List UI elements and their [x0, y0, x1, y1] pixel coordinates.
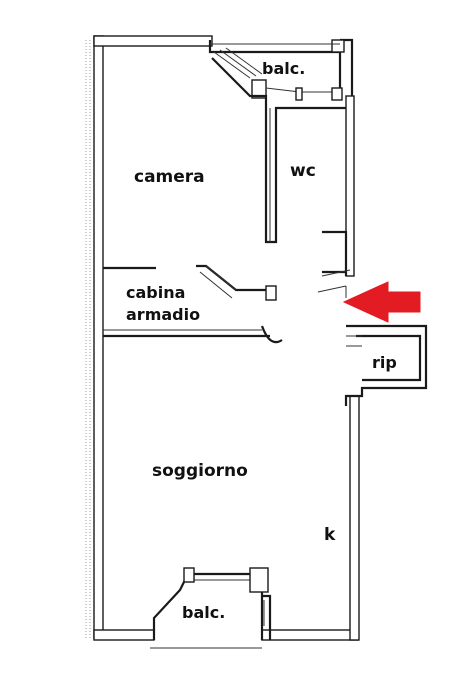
label-kitchen: k [324, 525, 336, 545]
label-storage: rip [372, 353, 397, 372]
label-balcony-top: balc. [262, 59, 305, 78]
interior-walls [103, 57, 351, 344]
label-wc: wc [290, 161, 316, 181]
label-closet-line1: cabina [126, 283, 185, 302]
outer-wall-hatching [85, 40, 91, 640]
label-balcony-bottom: balc. [182, 603, 225, 622]
bottom-balcony [150, 567, 272, 649]
label-living-room: soggiorno [152, 461, 248, 481]
top-balcony [208, 38, 354, 101]
label-closet-line2: armadio [126, 305, 200, 324]
exterior-walls [93, 35, 360, 641]
label-bedroom: camera [134, 167, 205, 187]
storage-room-walls [344, 324, 428, 406]
entrance-arrow [342, 281, 421, 323]
room-labels: balc. wc camera cabina armadio rip soggi… [126, 59, 397, 622]
